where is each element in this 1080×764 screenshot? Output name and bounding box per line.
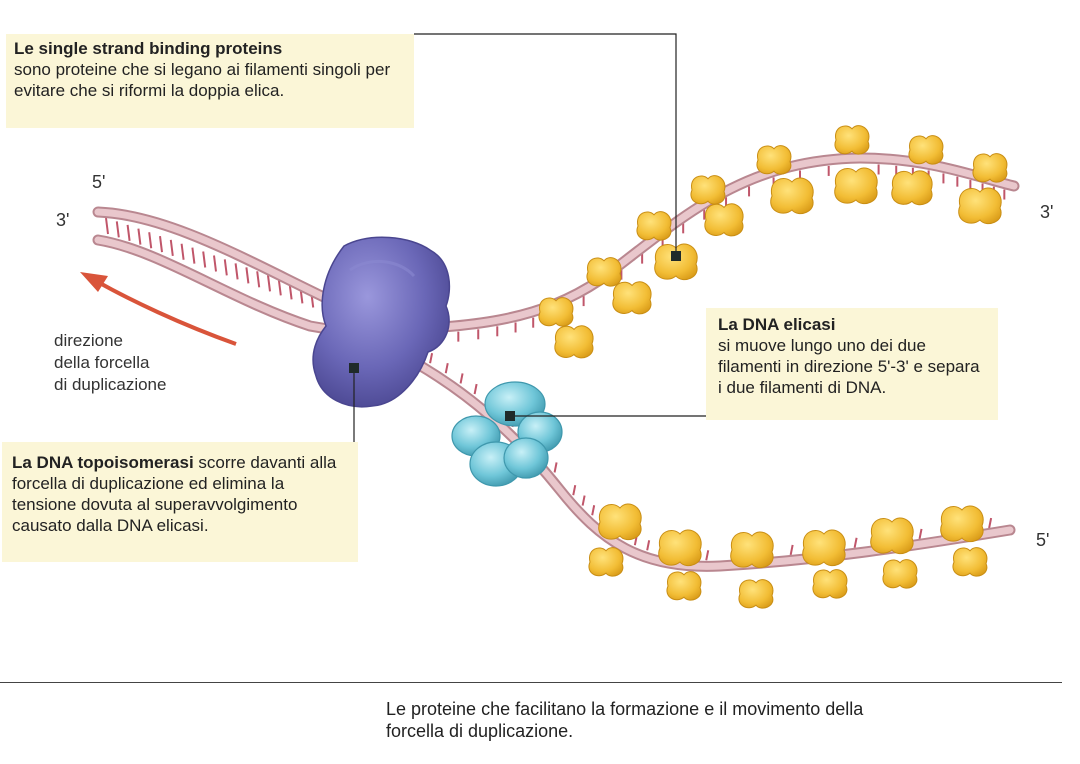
ssb-protein [882, 559, 918, 589]
upper-strand-fill [388, 154, 1018, 334]
base-pair-rung [137, 228, 142, 245]
base-pair-rung [180, 243, 185, 260]
strand-base [988, 517, 993, 529]
ssb-protein [658, 529, 702, 566]
strand-base [705, 550, 710, 561]
strand-base [853, 537, 858, 549]
ssb-protein [598, 503, 642, 540]
base-pair-rung [115, 221, 120, 238]
base-pair-rung [169, 239, 174, 257]
strand-base [581, 495, 586, 506]
topoisomerase-callout: La DNA topoisomerasi scorre davanti alla… [2, 442, 358, 562]
direction-line-2: della forcella [54, 353, 150, 372]
ssb-protein [891, 170, 933, 206]
base-pair-rung [256, 271, 261, 288]
base-pair-rung [267, 275, 271, 292]
ssb-protein [770, 177, 814, 214]
ssb-protein [834, 167, 878, 204]
ssb-protein [738, 579, 774, 609]
parental-strand-bottom-fill [94, 236, 396, 344]
ssb-protein [972, 153, 1008, 183]
ssb-protein [952, 547, 988, 577]
ssb-protein [636, 211, 672, 241]
ssb-protein [834, 125, 870, 155]
ssb-protein [554, 325, 594, 359]
topoisomerase-protein [312, 236, 451, 408]
direction-line-3: di duplicazione [54, 375, 167, 394]
base-pair-rung [191, 247, 196, 264]
parental-strand-top-fill [94, 208, 396, 320]
strand-base [444, 362, 449, 374]
helicase-callout: La DNA elicasi si muove lungo uno dei du… [706, 308, 998, 420]
strand-base [429, 352, 434, 364]
strand-end-label-left-bottom: 3' [56, 210, 70, 230]
ssb-protein [870, 517, 914, 554]
strand-base [553, 462, 558, 473]
ssb-callout-body: sono proteine che si legano ai filamenti… [14, 60, 391, 100]
direction-arrow [80, 272, 237, 346]
direction-line-1: direzione [54, 331, 123, 350]
strand-base [473, 383, 478, 395]
ssb-protein [538, 297, 574, 327]
ssb-protein [654, 243, 698, 280]
ssb-protein [802, 529, 846, 566]
ssb-callout-title: Le single strand binding proteins [14, 39, 283, 58]
base-pair-rung [213, 255, 217, 272]
strand-base [591, 505, 596, 516]
ssb-protein [666, 571, 702, 601]
strand-end-label-lower-right: 5' [1036, 530, 1050, 550]
strand-base [789, 544, 794, 556]
ssb-proteins-lower [588, 503, 988, 609]
base-pair-rung [105, 217, 109, 235]
base-pair-rung [223, 259, 228, 276]
base-pair-rung [245, 267, 250, 284]
base-pair-rung [126, 224, 131, 242]
base-pair-rung [277, 279, 282, 296]
strand-base [459, 373, 464, 384]
ssb-protein [940, 505, 984, 542]
base-pair-rung [234, 263, 239, 280]
ssb-protein [756, 145, 792, 175]
base-pair-rung [159, 235, 163, 253]
ssb-protein [730, 531, 774, 568]
strand-base [918, 528, 923, 540]
strand-base [572, 484, 577, 496]
ssb-protein [690, 175, 726, 205]
ssb-protein [612, 281, 652, 315]
helicase-callout-title: La DNA elicasi [718, 315, 836, 334]
strand-end-label-left-top: 5' [92, 172, 106, 192]
base-pair-rung [148, 232, 153, 249]
ssb-proteins-upper [538, 125, 1008, 359]
strand-base [646, 540, 651, 551]
ssb-protein [588, 547, 624, 577]
helicase-callout-body: si muove lungo uno dei due filamenti in … [718, 336, 980, 397]
helicase-protein [451, 381, 563, 487]
leader-markers [349, 251, 681, 421]
strand-end-label-upper-right: 3' [1040, 202, 1054, 222]
leader-lines [353, 33, 706, 442]
ssb-protein [704, 203, 744, 237]
ssb-protein [908, 135, 944, 165]
ssb-callout: Le single strand binding proteins sono p… [6, 34, 414, 128]
ssb-protein [812, 569, 848, 599]
topoisomerase-callout-body: scorre davanti alla forcella di duplicaz… [12, 453, 337, 535]
ssb-protein [586, 257, 622, 287]
caption-divider [0, 682, 1062, 683]
base-pair-rung [202, 251, 207, 268]
ssb-protein [958, 187, 1002, 224]
fork-direction-label: direzione della forcella di duplicazione [54, 330, 166, 396]
topoisomerase-callout-title: La DNA topoisomerasi [12, 453, 194, 472]
figure-caption: Le proteine che facilitano la formazione… [386, 699, 864, 741]
